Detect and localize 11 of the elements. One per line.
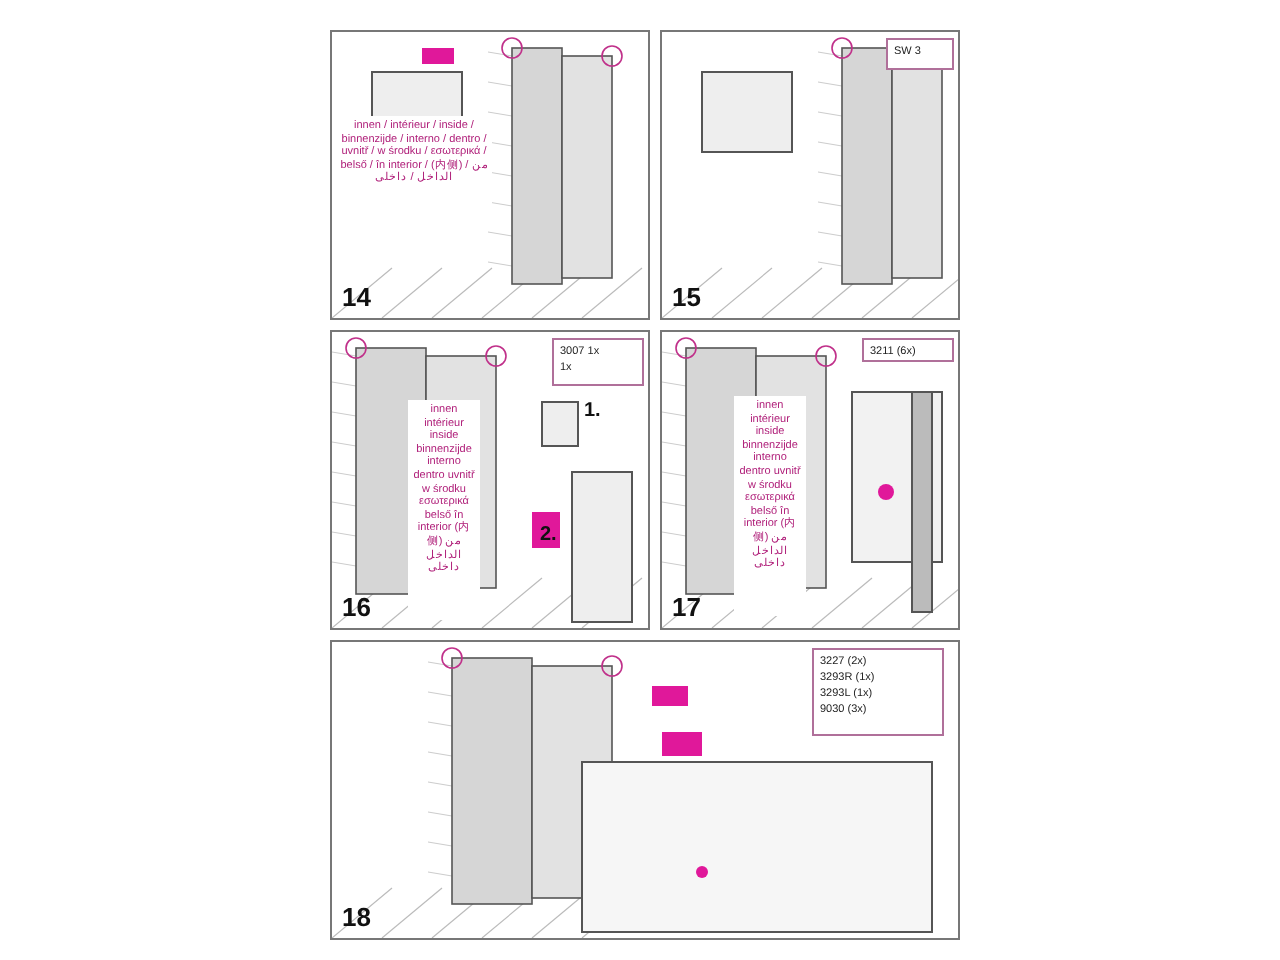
step-number: 15 (672, 282, 701, 312)
parts-list (552, 338, 644, 386)
parts-list (862, 338, 954, 362)
step-order-number: 1. (584, 400, 601, 422)
step-number: 16 (342, 592, 371, 622)
step-number: 17 (672, 592, 701, 622)
step-number: 18 (342, 902, 371, 932)
step-number: 14 (342, 282, 371, 312)
parts-list (886, 38, 954, 70)
parts-list (812, 648, 944, 736)
step-order-number: 2. (540, 524, 557, 546)
